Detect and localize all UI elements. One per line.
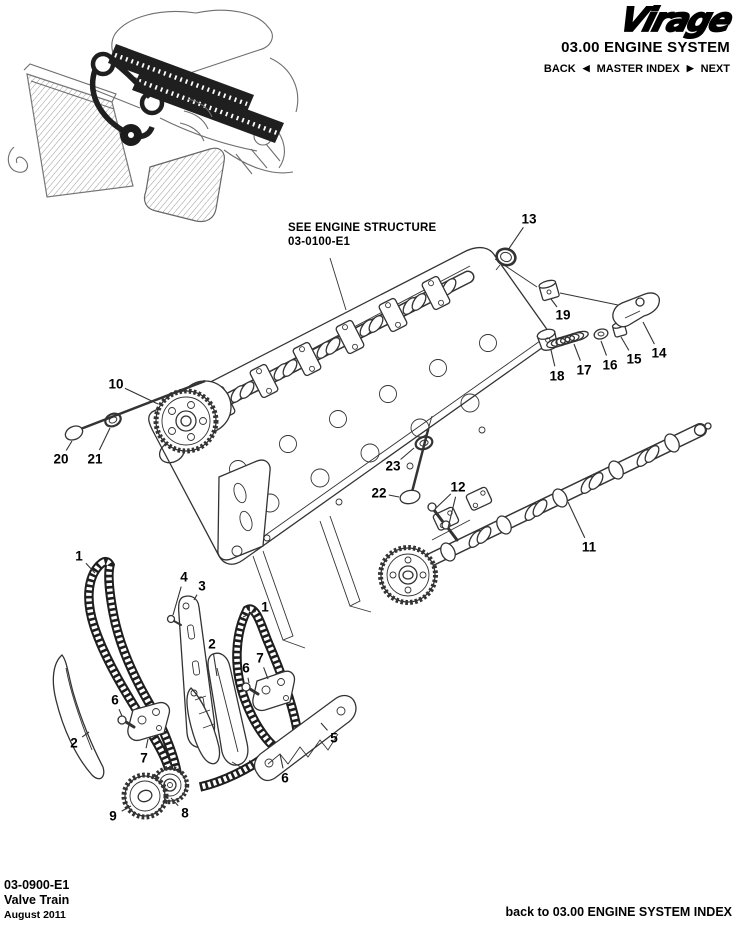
valve-spring-17	[546, 330, 589, 349]
brand-wordmark: Virage	[616, 1, 733, 39]
page-navigation: BACK ◀ MASTER INDEX ▶ NEXT	[543, 62, 730, 76]
leader-lines	[65, 226, 655, 812]
bearing-caps-12	[427, 486, 493, 542]
radiator	[26, 73, 134, 198]
air-filter	[143, 147, 225, 223]
valve-seal-21	[104, 412, 122, 428]
valve-seal-23	[414, 435, 434, 451]
note-leader-line	[329, 257, 347, 311]
nav-back[interactable]: BACK	[543, 63, 576, 75]
figure-note: SEE ENGINE STRUCTURE 03-0100-E1	[288, 222, 436, 249]
nav-next[interactable]: NEXT	[700, 63, 730, 75]
cylinder-head	[148, 246, 550, 649]
exhaust-cam-sprocket	[378, 545, 438, 605]
valve-22	[399, 415, 433, 505]
guide-rail-5	[253, 694, 357, 782]
intake-camshaft	[196, 270, 475, 421]
back-arrow-icon[interactable]: ◀	[582, 62, 590, 73]
index-link[interactable]: back to 03.00 ENGINE SYSTEM INDEX	[505, 905, 732, 919]
spring-seat-16	[593, 328, 609, 340]
valve-20	[64, 379, 206, 441]
document-number: 03-0900-E1	[4, 878, 70, 892]
crank-sprocket-9	[121, 772, 169, 820]
next-arrow-icon[interactable]: ▶	[686, 62, 694, 73]
pin-4	[166, 614, 176, 624]
document-info: 03-0900-E1 Valve Train August 2011	[4, 878, 69, 923]
rocker-arm-14	[612, 292, 660, 328]
timing-chain-assembly	[52, 556, 357, 820]
nav-master-index[interactable]: MASTER INDEX	[596, 63, 680, 75]
figure-note-line2: 03-0100-E1	[288, 235, 351, 248]
figure-note-line1: SEE ENGINE STRUCTURE	[288, 222, 437, 234]
bolt-6-left	[117, 715, 127, 725]
tensioner-shoe	[186, 687, 221, 765]
guide-blade-2-left	[52, 654, 105, 780]
cam-sprocket-10	[153, 380, 232, 454]
virage-logo: Virage	[615, 0, 733, 40]
engine-overview-illustration	[7, 9, 299, 223]
document-title: Valve Train	[4, 893, 70, 907]
lash-adjuster-19	[538, 279, 560, 302]
exhaust-camshaft-11	[417, 422, 712, 570]
section-title: 03.00 ENGINE SYSTEM	[561, 39, 730, 56]
document-date: August 2011	[4, 909, 66, 921]
bolt-6-right	[241, 682, 251, 692]
